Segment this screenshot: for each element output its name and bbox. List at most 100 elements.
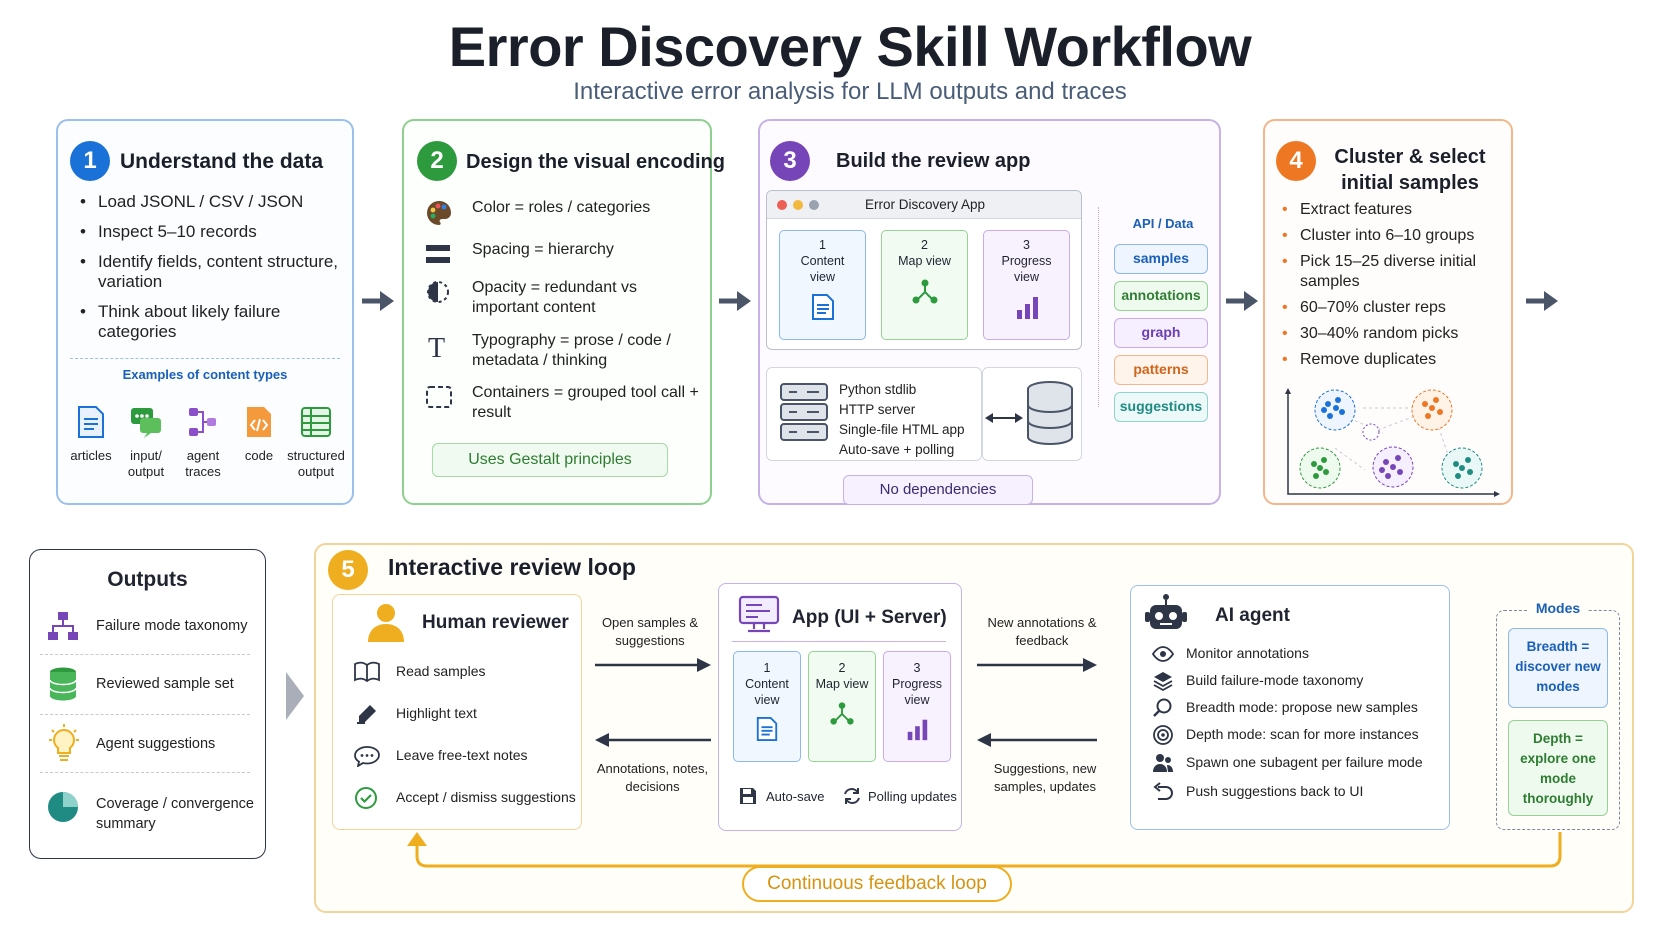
tab-label: Content view [745, 677, 789, 707]
modes-label: Modes [1528, 600, 1588, 616]
server-box: Python stdlib HTTP server Single-file HT… [766, 367, 982, 461]
content-type-label: articles [70, 448, 112, 463]
robot-icon [1145, 594, 1187, 629]
reviewer-text: Highlight text [396, 705, 477, 721]
person-icon [368, 604, 404, 642]
loop-app-tab-progress-view[interactable]: 3 Progress view [883, 651, 951, 762]
flow-arrow [719, 291, 751, 311]
tab-label: Map view [815, 677, 869, 691]
typography-icon: T [428, 333, 445, 361]
outputs-title: Outputs [107, 568, 188, 591]
step4-bullet: Remove duplicates [1280, 350, 1505, 370]
content-type-label: input/ output [127, 448, 165, 479]
step4-bullet-list: Extract features Cluster into 6–10 group… [1280, 200, 1505, 376]
loop-app-tab-content-view[interactable]: 1 Content view [733, 651, 801, 762]
step2-title: Design the visual encoding [466, 151, 725, 173]
tab-number: 1 [819, 238, 826, 252]
encoding-text: Typography = prose / code / metadata / t… [472, 332, 671, 369]
app-window-title: Error Discovery App [864, 197, 986, 212]
bar-chart-icon [1016, 297, 1038, 319]
server-icon [780, 383, 828, 441]
step1-number-badge: 1 [70, 141, 110, 181]
bar-chart-icon [907, 719, 928, 741]
reviewer-text: Leave free-text notes [396, 747, 528, 763]
step1-bullet-list: Load JSONL / CSV / JSON Inspect 5–10 rec… [78, 192, 348, 352]
content-types-label: Examples of content types [122, 367, 288, 382]
outputs-divider [40, 772, 250, 773]
step1-divider [70, 358, 340, 359]
document-icon [756, 717, 778, 741]
chat-icon [131, 408, 161, 438]
content-type-label: code [244, 448, 274, 463]
api-samples: samples [1114, 244, 1208, 274]
step4-number-badge: 4 [1276, 141, 1316, 181]
arrow-to-reviewer [595, 733, 711, 747]
polling-label: Polling updates [868, 789, 957, 804]
loop-app-tab-map-view[interactable]: 2 Map view [808, 651, 876, 762]
highlighter-icon [357, 705, 376, 724]
arrow-to-app [595, 658, 711, 672]
tab-number: 3 [1023, 238, 1030, 252]
monitor-icon [738, 595, 780, 633]
api-annotations: annotations [1114, 281, 1208, 311]
content-type-articles: articles [60, 405, 122, 464]
table-icon [301, 407, 331, 437]
step1-title: Understand the data [120, 150, 324, 173]
agent-text: Depth mode: scan for more instances [1186, 726, 1419, 742]
article-icon [78, 406, 104, 438]
output-text: Coverage / convergence summary [96, 796, 254, 832]
step4-bullet: Pick 15–25 diverse initial samples [1280, 252, 1505, 292]
api-group [1098, 207, 1218, 407]
outputs-divider [40, 654, 250, 655]
step4-title-line: initial samples [1341, 172, 1479, 194]
container-icon [426, 386, 452, 408]
step1-bullet: Think about likely failure categories [78, 302, 348, 342]
human-reviewer-title: Human reviewer [422, 612, 569, 633]
taxonomy-icon [48, 612, 78, 640]
content-type-code: code [228, 405, 290, 464]
agent-text: Push suggestions back to UI [1186, 783, 1364, 799]
step3-number-badge: 3 [770, 141, 810, 181]
content-type-structured-output: structured output [285, 405, 347, 480]
cluster-scatter-illustration [1285, 388, 1500, 497]
step4-bullet: 30–40% random picks [1280, 324, 1505, 344]
users-icon [1153, 754, 1173, 772]
server-line: HTTP server [839, 402, 916, 417]
app-tab-map-view[interactable]: 2 Map view [881, 230, 968, 340]
check-circle-icon [355, 787, 377, 809]
agent-text: Breadth mode: propose new samples [1186, 699, 1418, 715]
window-maximize-dot [809, 200, 819, 210]
gestalt-badge: Uses Gestalt principles [432, 443, 668, 477]
search-icon [1153, 698, 1172, 717]
arrow-label-annotations: Annotations, notes, decisions [596, 761, 709, 794]
app-tab-progress-view[interactable]: 3 Progress view [983, 230, 1070, 340]
palette-icon [427, 201, 451, 225]
step3-title: Build the review app [836, 150, 1031, 172]
arrow-to-app-from-agent [977, 733, 1097, 747]
encoding-text: Containers = grouped tool call + result [472, 384, 699, 421]
document-icon [811, 294, 834, 320]
lightbulb-icon [49, 724, 79, 761]
app-tab-content-view[interactable]: 1 Content view [779, 230, 866, 340]
database-icon [1027, 381, 1073, 446]
reviewer-text: Accept / dismiss suggestions [396, 789, 576, 805]
outputs-arrow [286, 672, 304, 720]
step4-bullet: Cluster into 6–10 groups [1280, 226, 1505, 246]
agent-text: Monitor annotations [1186, 645, 1309, 661]
tab-label: Progress view [1001, 254, 1052, 284]
api-graph: graph [1114, 318, 1208, 348]
arrow-label-suggestions: Suggestions, new samples, updates [993, 761, 1097, 794]
step1-bullet: Load JSONL / CSV / JSON [78, 192, 348, 212]
step4-bullet: Extract features [1280, 200, 1505, 220]
server-line: Python stdlib [839, 382, 917, 397]
encoding-text: Opacity = redundant vs important content [472, 279, 637, 316]
ai-agent-title: AI agent [1215, 605, 1290, 626]
tab-label: Map view [898, 254, 951, 268]
tab-number: 1 [763, 661, 771, 675]
target-icon [1153, 725, 1173, 745]
step2-number-badge: 2 [417, 141, 457, 181]
arrow-to-agent [977, 658, 1097, 672]
graph-icon [912, 279, 937, 304]
output-text: Agent suggestions [96, 736, 216, 752]
step5-number-badge: 5 [328, 550, 368, 590]
